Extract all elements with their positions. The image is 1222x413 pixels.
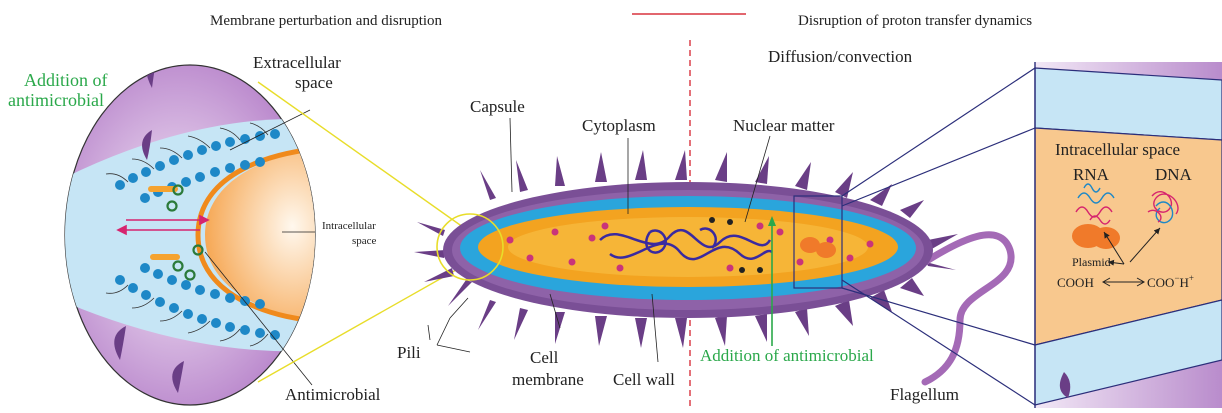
addition-label-line2: antimicrobial [8,90,104,110]
cytoplasm-label: Cytoplasm [582,116,656,135]
antimicrobial-label: Antimicrobial [285,385,381,404]
pili-bracket [428,318,470,352]
flagellum [925,235,1011,382]
heading-membrane-perturbation: Membrane perturbation and disruption [210,13,443,29]
flagellum-label: Flagellum [890,385,959,404]
intracellular-label-line1: Intracellular [322,220,376,232]
navy-guide-3 [842,288,1035,345]
cell-membrane-label-line2: membrane [512,370,584,389]
h-plus-label: + [1189,273,1194,283]
coo-h-label: COO−H+ [1147,273,1194,290]
addition-antimicrobial-label: Addition of antimicrobial [700,346,874,365]
coo-label: COO [1147,275,1174,290]
pili-label: Pili [397,343,421,362]
capsule-label: Capsule [470,97,525,116]
extracellular-label-line2: space [295,73,333,92]
intracellular-panel [1035,62,1222,408]
nuclear-matter-label: Nuclear matter [733,116,835,135]
rna-label: RNA [1073,165,1110,184]
cell-wall-label: Cell wall [613,370,675,389]
intracellular-space-label: Intracellular space [1055,140,1180,159]
navy-guide-1 [842,68,1035,196]
diffusion-label: Diffusion/convection [768,47,913,66]
cell-membrane-label-line1: Cell [530,348,559,367]
capsule-pointer [510,118,512,192]
addition-label-line1: Addition of [24,70,108,90]
dna-label: DNA [1155,165,1193,184]
cooh-label: COOH [1057,275,1094,290]
intracellular-label-line2: space [352,235,377,247]
navy-guide-2 [842,128,1035,206]
plasmid-label: Plasmid [1072,255,1111,269]
extracellular-label-line1: Extracellular [253,53,341,72]
h-label: H [1180,275,1189,290]
heading-proton-transfer: Disruption of proton transfer dynamics [798,13,1032,29]
